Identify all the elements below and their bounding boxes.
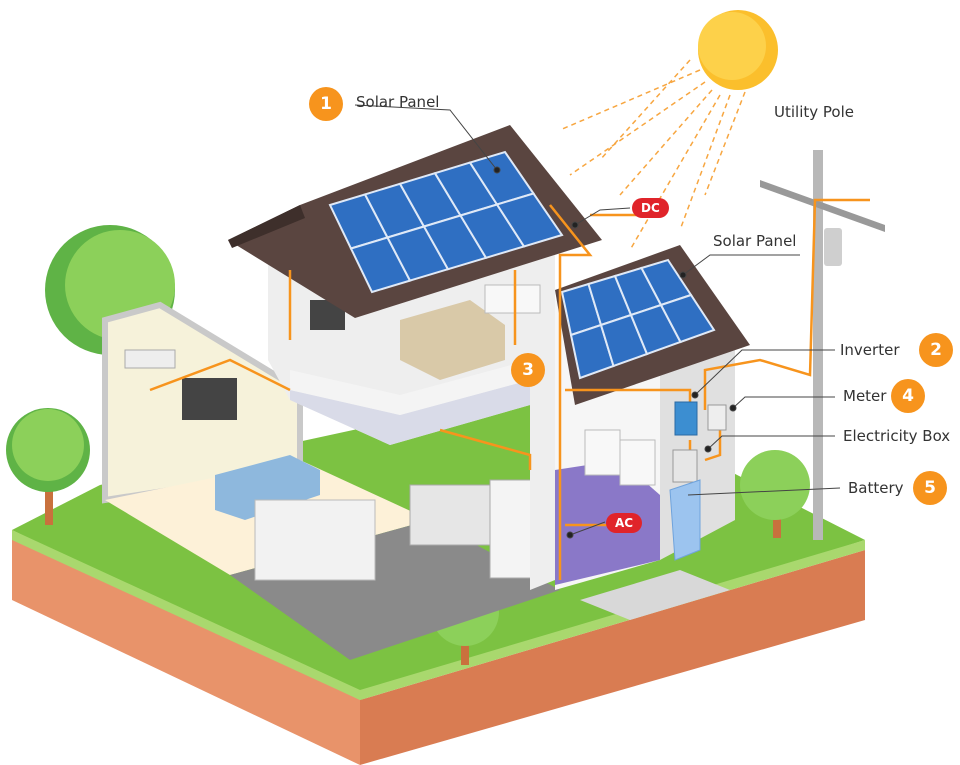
inverter-label: Inverter (840, 341, 900, 359)
callout-badge-4: 4 (891, 379, 925, 413)
solar-panels (328, 150, 716, 380)
leader-lines (354, 104, 841, 539)
ac-current-tag: AC (606, 513, 643, 533)
dc-current-tag: DC (632, 198, 669, 218)
solar-panel-2-label: Solar Panel (713, 232, 797, 250)
wiring (149, 198, 870, 580)
callout-badge-5: 5 (913, 471, 947, 505)
callout-badge-2: 2 (919, 333, 953, 367)
side-solar-panel-cell (659, 293, 716, 344)
callout-badge-1: 1 (309, 87, 343, 121)
electricity-box-device (672, 449, 698, 483)
meter-device (707, 404, 727, 431)
roof-solar-panel-cell (495, 192, 564, 248)
electricity-box-label: Electricity Box (843, 427, 951, 445)
inverter-device (674, 401, 698, 436)
callout-badge-3: 3 (511, 353, 545, 387)
trees (6, 225, 810, 665)
battery-device (669, 479, 701, 561)
utility-pole-label: Utility Pole (774, 103, 854, 121)
solar-panel-label: Solar Panel (356, 93, 440, 111)
battery-label: Battery (848, 479, 904, 497)
utility-pole (760, 150, 885, 540)
sun-rays (559, 59, 746, 251)
meter-label: Meter (843, 387, 887, 405)
